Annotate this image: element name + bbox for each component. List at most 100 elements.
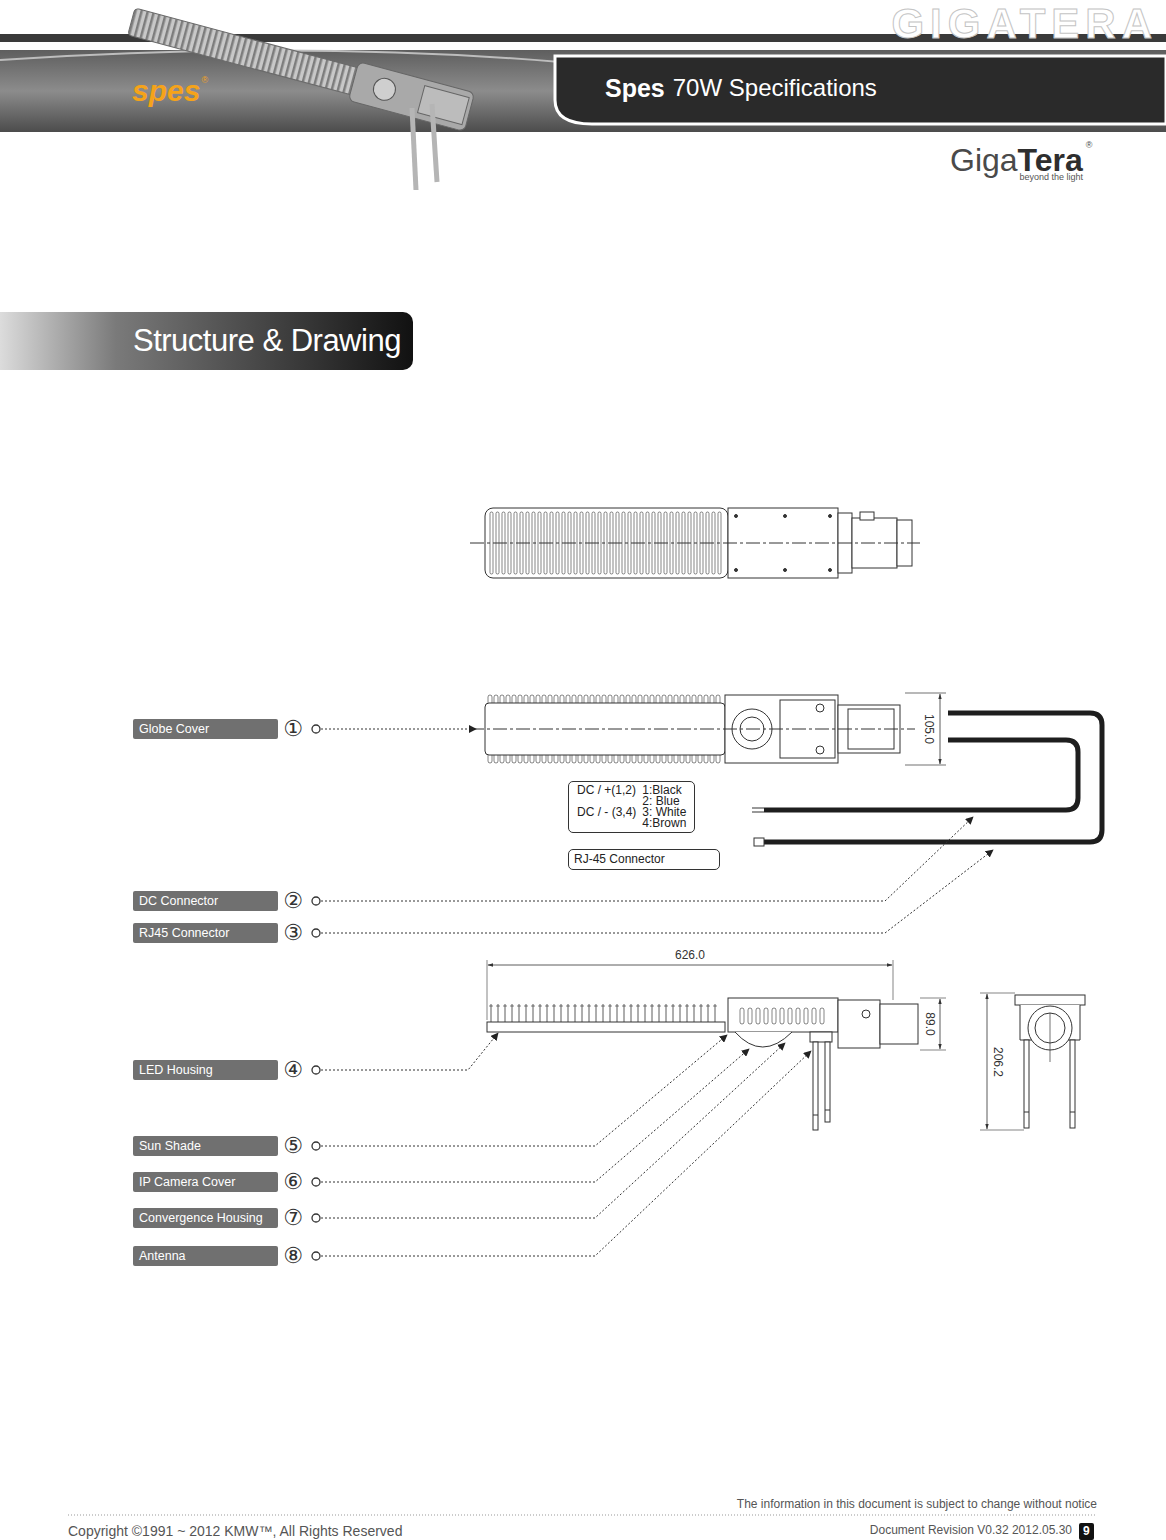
drawing-stroke <box>589 1004 590 1022</box>
drawing-stroke <box>622 512 625 574</box>
drawing-stroke <box>418 86 470 125</box>
dimension: 105.0 <box>921 712 935 746</box>
drawing-stroke <box>980 1130 1024 1131</box>
drawing-stroke <box>505 1004 506 1022</box>
drawing-stroke <box>735 569 738 572</box>
drawing-stroke <box>780 1008 784 1024</box>
drawing-stroke <box>587 1006 591 1007</box>
callout-number: ⑧ <box>283 1243 303 1268</box>
drawing-stroke <box>905 765 946 766</box>
drawing-stroke <box>905 693 946 694</box>
drawing-stroke <box>312 725 320 733</box>
drawing-stroke <box>554 1004 555 1022</box>
drawing-stroke <box>321 729 476 730</box>
drawing-stroke <box>594 1006 598 1007</box>
drawing-stroke <box>512 1004 513 1022</box>
drawing-stroke <box>126 2 474 131</box>
drawing-stroke <box>880 1004 918 1044</box>
node-text: IP Camera Cover <box>139 1175 235 1189</box>
callout-number: ⑤ <box>283 1133 303 1158</box>
node-text: Antenna <box>139 1249 186 1263</box>
node-text: RJ-45 Connector <box>574 852 711 866</box>
page-number: 9 <box>1079 1523 1094 1540</box>
drawing-stroke <box>617 1004 618 1022</box>
node-text: DC / +(1,2) <box>577 785 636 796</box>
drawing-stroke <box>552 1006 556 1007</box>
drawing-stroke <box>489 1006 493 1007</box>
drawing-stroke <box>764 1008 768 1024</box>
drawing-stroke <box>496 1006 500 1007</box>
section-title: Structure & Drawing <box>133 323 401 359</box>
drawing-stroke <box>813 1115 818 1116</box>
drawing-stroke <box>1070 1112 1075 1113</box>
drawing-stroke <box>752 807 764 809</box>
drawing-stroke <box>622 1006 626 1007</box>
drawing-stroke <box>510 1006 514 1007</box>
copyright: Copyright ©1991 ~ 2012 KMW™, All Rights … <box>68 1523 402 1539</box>
drawing-stroke <box>582 1004 583 1022</box>
drawing-stroke <box>838 1000 880 1048</box>
drawing-stroke <box>312 1178 320 1186</box>
dimension: 626.0 <box>673 949 707 963</box>
drawing-stroke <box>490 512 493 574</box>
drawing-stroke <box>432 104 437 182</box>
drawing-stroke <box>708 1004 709 1022</box>
drawing-stroke <box>645 1004 646 1022</box>
drawing-stroke <box>575 1004 576 1022</box>
part-label: Sun Shade <box>133 1136 278 1156</box>
header-title: 70W Specifications <box>673 74 877 102</box>
node-text: Sun Shade <box>139 1139 201 1153</box>
node-text: 9 <box>1083 1524 1090 1539</box>
node-text: 1:Black <box>642 785 686 796</box>
drawing-stroke <box>764 740 1078 810</box>
callout-number: ② <box>283 888 303 913</box>
part-label: Convergence Housing <box>133 1208 278 1228</box>
drawing-stroke <box>615 1006 619 1007</box>
drawing-stroke <box>1070 1040 1075 1128</box>
drawing-stroke <box>629 1006 633 1007</box>
drawing-stroke <box>940 694 941 764</box>
drawing-stroke <box>519 1004 520 1022</box>
drawing-stroke <box>491 1004 492 1022</box>
drawing-stroke <box>601 1006 605 1007</box>
drawing-stroke <box>517 1006 521 1007</box>
part-label: RJ45 Connector <box>133 923 278 943</box>
drawing-stroke <box>573 1006 577 1007</box>
drawing-stroke <box>694 1004 695 1022</box>
drawing-stroke <box>715 1004 716 1022</box>
drawing-stroke <box>555 56 1166 124</box>
drawing-stroke <box>561 1004 562 1022</box>
drawing-stroke <box>860 512 874 520</box>
part-label: Globe Cover <box>133 719 278 739</box>
drawing-stroke <box>559 1006 563 1007</box>
drawing-stroke <box>820 1008 824 1024</box>
drawing-stroke <box>624 1004 625 1022</box>
drawing-stroke <box>754 838 764 846</box>
node-text: DC Connector <box>139 894 218 908</box>
drawing-stroke <box>706 1006 710 1007</box>
node-text: Convergence Housing <box>139 1211 263 1225</box>
drawing-stroke <box>0 50 1166 132</box>
drawing-stroke <box>829 569 832 572</box>
drawing-stroke <box>608 1006 612 1007</box>
drawing-stroke <box>748 1008 752 1024</box>
drawing-stroke <box>788 1008 792 1024</box>
drawing-stroke <box>980 993 1015 994</box>
drawing-stroke <box>699 1006 703 1007</box>
drawing-stroke <box>740 1008 824 1024</box>
drawing-stroke <box>628 512 631 574</box>
drawing-stroke <box>636 1006 640 1007</box>
drawing-stroke <box>652 1004 653 1022</box>
connector-label: RJ-45 Connector <box>568 849 720 870</box>
drawing-stroke <box>1050 1013 1051 1062</box>
part-label: IP Camera Cover <box>133 1172 278 1192</box>
end-view <box>980 993 1085 1130</box>
drawing-stroke <box>321 1049 749 1182</box>
title-band: Structure & Drawing <box>0 312 413 370</box>
brand-logo: Giga <box>950 142 1018 179</box>
drawing-stroke <box>772 1008 776 1024</box>
drawing-stroke <box>538 1006 542 1007</box>
registered-mark: ® <box>201 75 208 85</box>
